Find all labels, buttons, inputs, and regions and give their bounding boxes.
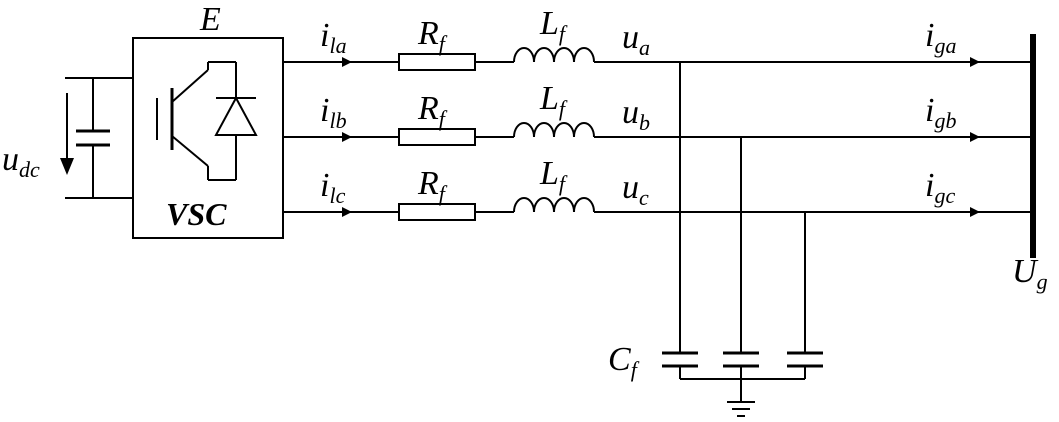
resistor-label-b: Rf — [417, 90, 448, 131]
filter-inductor-a — [513, 47, 595, 63]
converter-emf-label: E — [199, 1, 221, 38]
voltage-label-b: ub — [622, 94, 650, 135]
filter-resistor-c — [398, 203, 476, 221]
vsc-label: VSC — [166, 196, 227, 232]
resistor-label-c: Rf — [417, 165, 448, 206]
grid-current-label-c: igc — [925, 167, 955, 208]
inductor-label-c: Lf — [539, 155, 568, 196]
inductor-label-b: Lf — [539, 80, 568, 121]
ground-symbol — [727, 401, 755, 417]
converter-current-label-b: ilb — [320, 92, 347, 133]
filter-resistor-a — [398, 53, 476, 71]
converter-current-label-a: ila — [320, 17, 347, 58]
voltage-label-c: uc — [622, 169, 649, 210]
grid-voltage-label: Ug — [1012, 253, 1048, 294]
filter-inductor-b — [513, 122, 595, 138]
diode-triangle — [214, 95, 258, 136]
dc-voltage-label: udc — [2, 141, 40, 182]
grid-current-label-a: iga — [925, 17, 956, 58]
vsc-block — [132, 37, 284, 239]
inductor-label-a: Lf — [539, 5, 568, 46]
phase-wires — [283, 61, 1030, 213]
filter-resistor-b — [398, 128, 476, 146]
voltage-label-a: ua — [622, 19, 650, 60]
dc-link — [65, 77, 133, 199]
igbt-collector — [171, 69, 209, 103]
dc-voltage-arrow — [60, 93, 74, 175]
resistor-label-a: Rf — [417, 15, 448, 56]
filter-inductor-c — [513, 197, 595, 213]
grid-current-label-b: igb — [925, 92, 956, 133]
filter-capacitor-bank — [662, 62, 823, 402]
converter-current-label-c: ilc — [320, 167, 346, 208]
filter-capacitor-label: Cf — [608, 341, 640, 382]
igbt-emitter — [171, 135, 209, 167]
